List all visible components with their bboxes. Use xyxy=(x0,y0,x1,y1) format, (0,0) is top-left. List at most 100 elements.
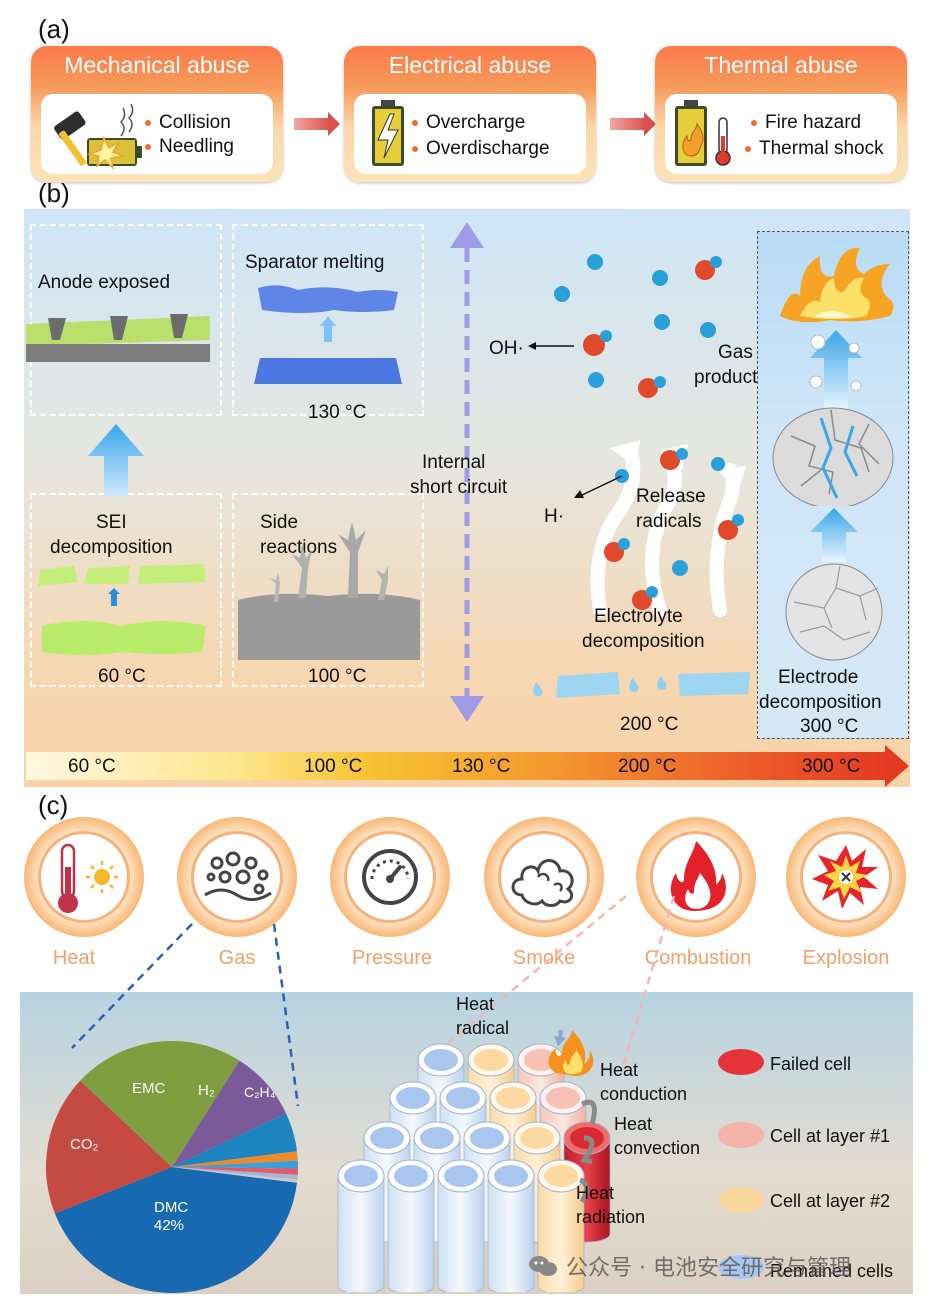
combustion-cells-connector xyxy=(415,895,676,1071)
separator-melting-label: Sparator melting xyxy=(245,252,385,273)
arrow-a2 xyxy=(610,112,656,136)
pie-slice-7 xyxy=(172,1167,298,1175)
pie-label-emc: EMC xyxy=(132,1080,166,1097)
side-reactions-line2: reactions xyxy=(260,537,338,558)
temperature-gradient-bar xyxy=(26,752,888,780)
thermal-abuse-card: Thermal abuse Fire hazard Thermal shock xyxy=(655,46,907,182)
heat-radiation-line1: Heat xyxy=(576,1183,615,1203)
temp-scale-200: 200 °C xyxy=(618,756,677,777)
release-radicals-line2: radicals xyxy=(636,511,702,532)
hazard-label-heat: Heat xyxy=(52,947,96,969)
legend-label-failed: Failed cell xyxy=(770,1054,852,1074)
cell-stack-graphic xyxy=(337,1030,611,1292)
legend-swatch-failed xyxy=(718,1049,764,1075)
gas-composition-pie-chart: EMC H₂ C₂H₄ CO₂ DMC 42% xyxy=(45,1041,298,1293)
electrode-temp-label: 300 °C xyxy=(800,716,859,737)
anode-exposed-box xyxy=(30,224,222,416)
abuse-item-collision: Collision xyxy=(145,112,231,133)
hazard-label-pressure: Pressure xyxy=(351,947,433,969)
pie-label-dmc: DMC xyxy=(154,1199,188,1216)
pie-slice-4 xyxy=(172,1113,298,1167)
pie-slice-2 xyxy=(80,1041,240,1167)
pressure-hazard-circle xyxy=(330,817,450,937)
legend-label-remained: Remained cells xyxy=(770,1261,894,1281)
arrow-a1 xyxy=(294,112,340,136)
legend-swatch-layer1 xyxy=(718,1122,764,1148)
separator-graphic xyxy=(254,285,402,384)
pie-label-co2: CO₂ xyxy=(70,1136,99,1153)
battery-cell xyxy=(487,1159,535,1292)
temp-scale-100: 100 °C xyxy=(304,756,363,777)
electrode-line1: Electrode xyxy=(778,667,859,688)
legend-label-layer1: Cell at layer #1 xyxy=(770,1126,891,1146)
mechanical-abuse-body: Collision Needling xyxy=(41,94,273,174)
panel-label-b: (b) xyxy=(38,178,70,208)
abuse-item-needling: Needling xyxy=(145,136,234,157)
smoke-hazard-circle xyxy=(484,817,604,937)
hammer-battery-icon xyxy=(54,103,142,171)
mechanical-abuse-title: Mechanical abuse xyxy=(64,52,250,78)
sei-temp-label: 60 °C xyxy=(98,666,146,687)
isc-label-line1: Internal xyxy=(422,452,486,473)
pie-slice-5 xyxy=(172,1151,298,1167)
electrolyte-temp-label: 200 °C xyxy=(620,714,679,735)
hazard-label-combustion: Combustion xyxy=(644,947,752,969)
electrical-abuse-body: Overcharge Overdischarge xyxy=(354,94,586,174)
explosion-icon xyxy=(812,845,878,909)
internal-short-circuit-arrow xyxy=(450,222,484,722)
electrical-abuse-title: Electrical abuse xyxy=(388,52,552,78)
heat-convection-line2: convection xyxy=(614,1138,701,1158)
intact-electrode-graphic xyxy=(785,563,883,661)
isc-label-line2: short circuit xyxy=(410,477,508,498)
hazard-label-explosion: Explosion xyxy=(802,947,890,969)
heat-radical-line1: Heat xyxy=(456,994,495,1014)
heat-convection-line1: Heat xyxy=(614,1114,653,1134)
flame-icon xyxy=(670,841,726,911)
pie-slice-6 xyxy=(172,1160,298,1169)
gas-hazard-circle xyxy=(177,817,297,937)
temperature-bar-arrow xyxy=(885,745,909,787)
battery-fire-thermometer-icon xyxy=(675,100,731,166)
pie-slice-0 xyxy=(54,1167,298,1293)
abuse-item-overdischarge: Overdischarge xyxy=(412,138,550,159)
pie-slice-9 xyxy=(172,1167,298,1183)
abuse-item-overcharge: Overcharge xyxy=(411,112,526,133)
pie-slice-1 xyxy=(45,1080,172,1214)
pie-slice-8 xyxy=(172,1167,298,1180)
panel-label-c: (c) xyxy=(38,790,69,820)
temp-scale-60: 60 °C xyxy=(68,756,116,777)
release-radicals-line1: Release xyxy=(636,486,706,507)
heat-radical-line2: radical xyxy=(456,1018,510,1038)
heat-conduction-line2: conduction xyxy=(600,1084,688,1104)
thermal-abuse-title: Thermal abuse xyxy=(704,52,858,78)
battery-cell xyxy=(437,1159,485,1292)
electrical-abuse-card: Electrical abuse Overcharge Overdischarg… xyxy=(344,46,596,182)
gas-production-line1: Gas xyxy=(718,342,753,363)
oh-radical-label: OH· xyxy=(489,338,524,359)
electrolyte-line1: Electrolyte xyxy=(594,606,683,627)
cracked-electrode-graphic xyxy=(772,407,894,506)
sei-label-line2: decomposition xyxy=(50,537,173,558)
sei-layer-graphic xyxy=(38,564,206,655)
gas-bubbles-icon xyxy=(204,851,272,901)
anode-exposed-label: Anode exposed xyxy=(38,272,171,293)
thermal-abuse-body: Fire hazard Thermal shock xyxy=(665,94,897,174)
heat-conduction-line1: Heat xyxy=(600,1060,639,1080)
release-radicals-graphic xyxy=(590,440,746,617)
side-reactions-line1: Side xyxy=(260,512,299,533)
pie-slice-3 xyxy=(172,1060,287,1167)
legend-label-layer2: Cell at layer #2 xyxy=(770,1191,891,1211)
battery-cell xyxy=(337,1159,385,1292)
legend-swatch-remained xyxy=(718,1255,764,1279)
pie-label-dmc-percent: 42% xyxy=(154,1217,184,1234)
explosion-fire-graphic xyxy=(780,247,894,323)
hazard-label-gas: Gas xyxy=(218,947,256,969)
thermometer-sun-icon xyxy=(58,843,118,913)
anode-layer-graphic xyxy=(26,314,210,362)
legend-swatch-layer2 xyxy=(718,1187,764,1213)
electrode-line2: decomposition xyxy=(759,692,882,713)
up-arrow-electrode xyxy=(810,508,858,562)
battery-cell xyxy=(387,1159,435,1292)
pie-label-c2h4: C₂H₄ xyxy=(244,1084,276,1100)
temp-scale-300: 300 °C xyxy=(802,756,861,777)
